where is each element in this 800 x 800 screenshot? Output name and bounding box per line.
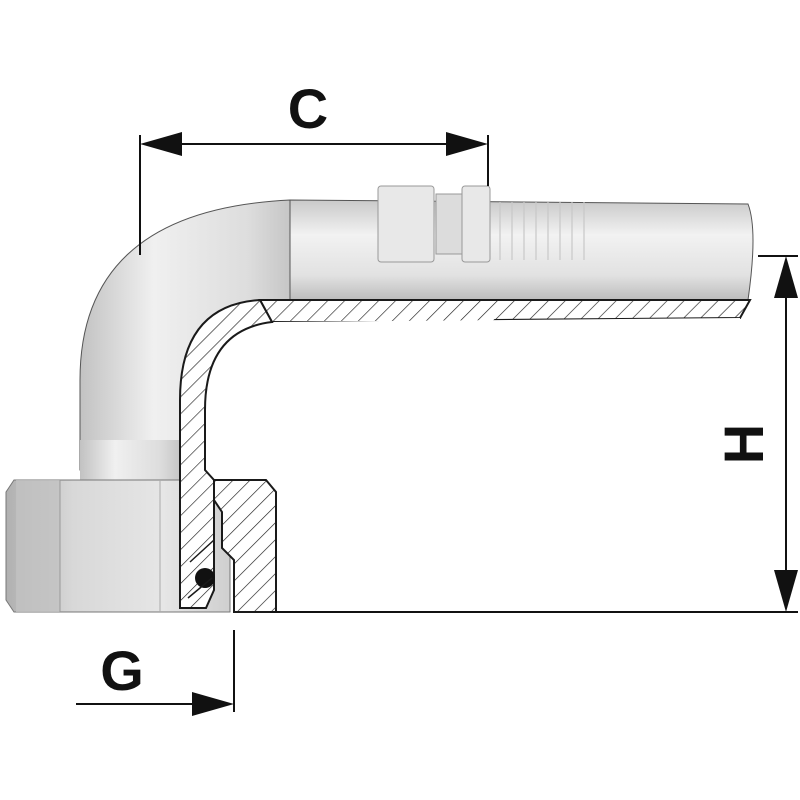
dimension-c: C bbox=[139, 77, 489, 255]
collar-rings bbox=[377, 185, 585, 263]
section-cut bbox=[179, 298, 752, 613]
dimension-h: H bbox=[270, 255, 798, 613]
o-ring bbox=[195, 568, 215, 588]
hex-nut bbox=[5, 479, 231, 613]
dimension-g: G bbox=[76, 630, 235, 716]
dimension-h-label: H bbox=[712, 424, 775, 464]
dimension-c-label: C bbox=[288, 77, 328, 140]
dimension-g-label: G bbox=[100, 639, 144, 702]
